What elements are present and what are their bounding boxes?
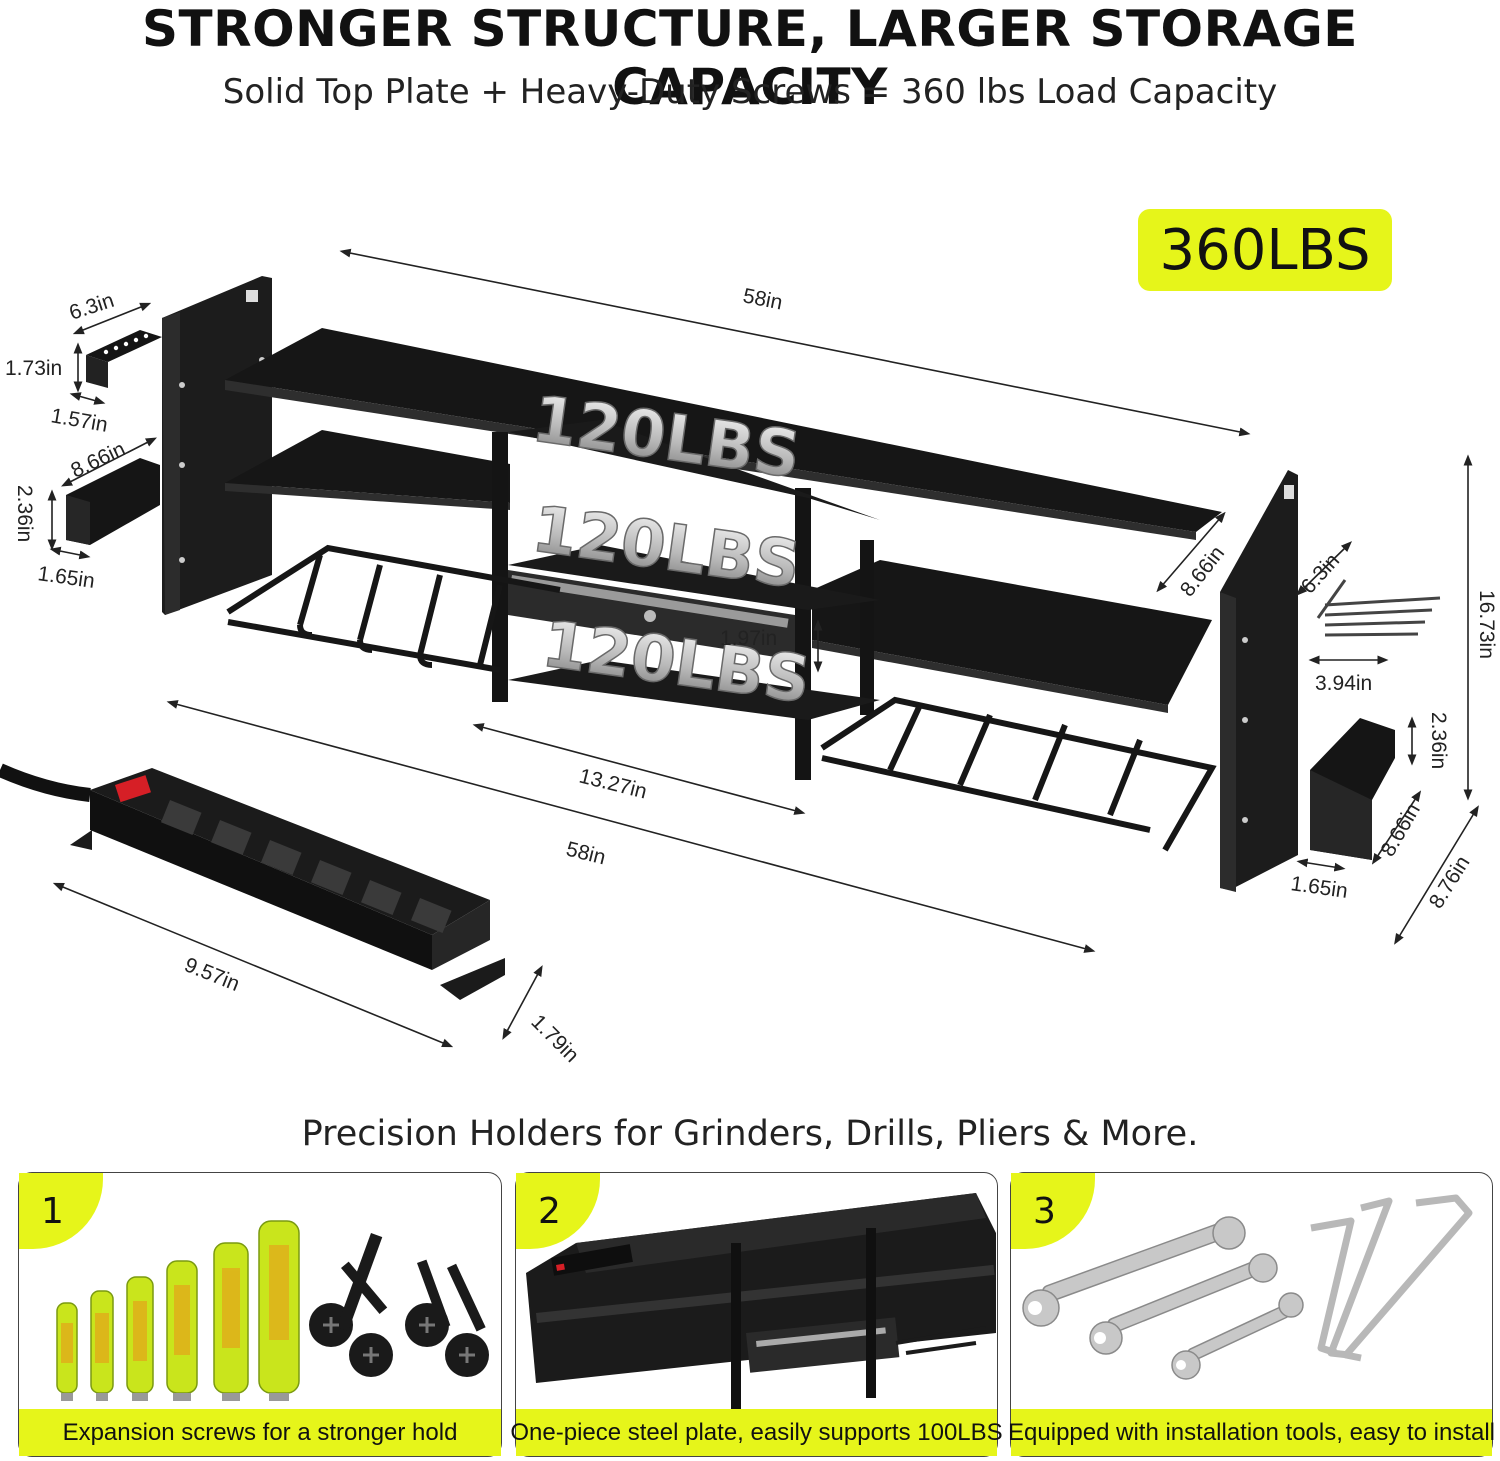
product-dimension-diagram: 120LBS 120LBS 120LBS [0, 248, 1498, 1067]
feature-panel-steel-plate: 2 One-piece steel plate, easily supports… [510, 1172, 1003, 1457]
dim-bottom-length: 58in [564, 838, 608, 870]
dim-drill-holder-depth: 1.65in [36, 562, 96, 593]
hex-keys-group [1310, 1194, 1473, 1362]
right-tool-holder [1310, 718, 1395, 860]
dim-right-holder-depth: 1.65in [1289, 872, 1349, 903]
dim-bit-holder-height: 1.73in [5, 357, 62, 380]
dim-height: 16.73in [1475, 590, 1498, 659]
tools-illustration [1022, 1194, 1473, 1380]
dim-right-holder-height: 2.36in [1427, 712, 1450, 769]
left-bit-holder [86, 330, 162, 388]
right-hook-rack [1316, 579, 1441, 637]
shelf-load-labels: 120LBS 120LBS 120LBS [527, 382, 815, 719]
dim-power-strip-length: 9.57in [181, 953, 243, 996]
subheadline: Solid Top Plate + Heavy-Duty Screws = 36… [222, 72, 1278, 112]
features-title: Precision Holders for Grinders, Drills, … [301, 1114, 1199, 1154]
panel-caption: Equipped with installation tools, easy t… [1008, 1409, 1495, 1456]
feature-panel-installation-tools: 3 Equipped with installation tools, easy… [1008, 1172, 1495, 1457]
dim-bit-holder-depth: 1.57in [49, 404, 109, 437]
left-side-panel [162, 276, 272, 615]
dim-center-width: 13.27in [577, 765, 649, 804]
dim-hook-rack-depth: 3.94in [1315, 672, 1372, 695]
shelf-photo-illustration [526, 1193, 996, 1413]
right-wire-rack [820, 696, 1217, 852]
dimension-lines [47, 248, 1479, 1048]
dim-top-length: 58in [741, 284, 784, 314]
wrenches-group [1022, 1216, 1304, 1380]
dim-drawer-gap: 1.97in [720, 627, 777, 650]
middle-left-shelf [225, 430, 510, 510]
dim-right-holder-length: 8.66in [1376, 799, 1425, 860]
expansion-screws-illustration [56, 1220, 489, 1401]
right-side-panel [1220, 470, 1298, 892]
left-wire-rack [226, 544, 561, 673]
headline: STRONGER STRUCTURE, LARGER STORAGE CAPAC… [142, 0, 1358, 116]
panel-caption: One-piece steel plate, easily supports 1… [510, 1409, 1003, 1456]
dim-drill-holder-height: 2.36in [13, 485, 36, 542]
middle-right-shelf [812, 560, 1212, 713]
panel-caption: Expansion screws for a stronger hold [19, 1409, 501, 1456]
dim-power-strip-depth: 1.79in [526, 1010, 583, 1067]
feature-panel-expansion-screws: 1 Expansion screws for a stronger hold [18, 1172, 502, 1457]
